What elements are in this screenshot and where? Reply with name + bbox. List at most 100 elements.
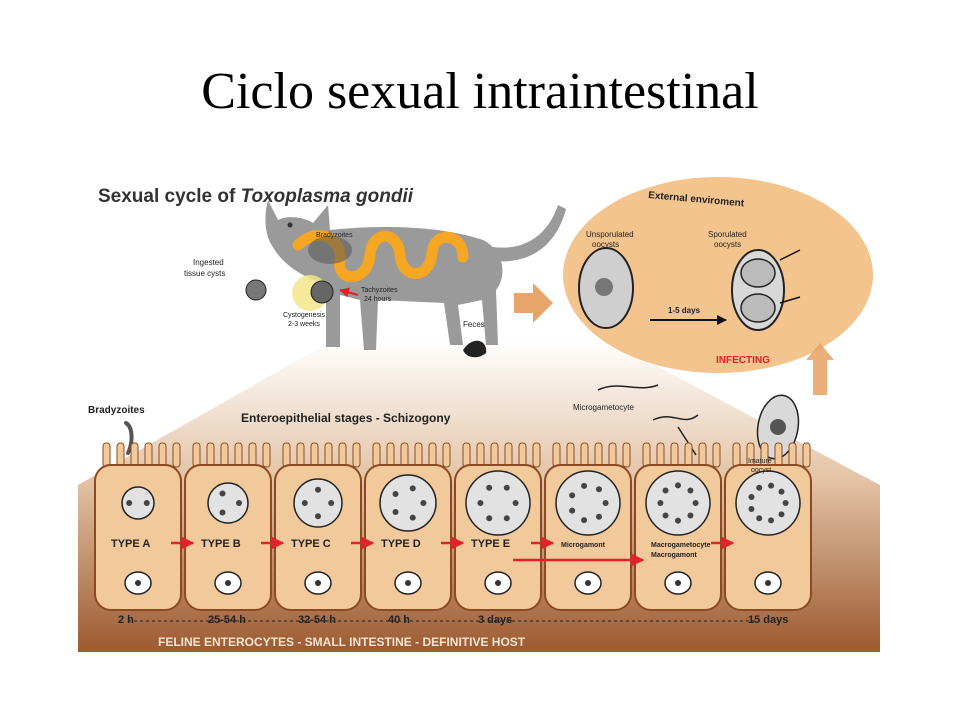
organism-dot: [236, 500, 242, 506]
cell-type-label: TYPE E: [471, 538, 510, 550]
organism-dot: [595, 513, 602, 520]
organism-dot: [486, 515, 493, 522]
immature-label-2: oocyst: [751, 467, 771, 474]
enteroepithelial-label: Enteroepithelial stages - Schizogony: [241, 411, 451, 425]
microvillus: [158, 442, 167, 468]
organism-dot: [328, 500, 335, 506]
organism-dot: [477, 500, 484, 506]
cystogenesis-time-label: 2-3 weeks: [288, 321, 320, 328]
external-environment-panel: [563, 177, 873, 373]
immature-label-1: Imature: [748, 458, 772, 465]
cell-type-label: TYPE B: [201, 538, 241, 550]
organism-dot: [768, 482, 775, 489]
organism-dot: [315, 513, 321, 520]
unsporulated-label-1: Unsporulated: [586, 230, 634, 239]
microvillus: [490, 442, 499, 468]
microvillus: [442, 442, 451, 468]
enterocyte-cell-2: TYPE B25-54 h: [184, 442, 272, 626]
organism-dot: [219, 509, 226, 516]
organism-dot: [392, 490, 399, 497]
days-label: 1-5 days: [668, 306, 701, 315]
cystogenesis-label: Cystogenesis: [283, 312, 326, 319]
organism-dot: [512, 500, 519, 506]
microvillus: [296, 442, 305, 468]
enterocyte-cell-5: TYPE E3 days: [454, 442, 542, 626]
cell-arrows: [171, 536, 735, 567]
nucleolus: [315, 580, 321, 586]
tachyzoites-arrow: [339, 287, 359, 298]
diagram-title: Sexual cycle of Toxoplasma gondii: [98, 186, 414, 207]
organism-dot: [569, 507, 576, 514]
organism-dot: [778, 511, 785, 518]
microvillus: [428, 442, 437, 468]
microvillus: [712, 442, 721, 468]
tachyzoites-time-label: 24 hours: [364, 296, 392, 303]
microvillus: [608, 442, 617, 468]
organism-dot: [143, 500, 150, 506]
organism-dot: [692, 500, 699, 506]
organism-dot: [687, 487, 694, 494]
microvillus: [552, 442, 561, 468]
cell-type-label: TYPE C: [291, 538, 331, 550]
enterocyte-cell-4: TYPE D 40 h: [364, 442, 452, 626]
infecting-label: INFECTING: [716, 355, 770, 366]
parasite-stage: [121, 486, 155, 520]
organism-dot: [569, 492, 576, 499]
microvillus: [130, 442, 139, 468]
organism-dot: [581, 482, 588, 489]
microvillus: [462, 442, 471, 468]
toxoplasma-sexual-cycle-diagram: Sexual cycle of Toxoplasma gondii Bradyz…: [78, 177, 880, 652]
organism-dot: [748, 493, 755, 500]
return-arrow: [796, 343, 844, 395]
microvillus: [220, 442, 229, 468]
cell-type-label: TYPE D: [381, 538, 421, 550]
microvillus: [372, 442, 381, 468]
organism-dot: [782, 500, 789, 506]
tachyzoites-label: Tachyzoites: [361, 287, 398, 294]
organism-dot: [409, 485, 416, 492]
organism-dot: [602, 500, 609, 506]
organism-dot: [503, 484, 510, 491]
cat-illustration: [245, 200, 566, 358]
to-environment-arrow: [514, 283, 553, 323]
microvillus: [476, 442, 485, 468]
organism-dot: [126, 500, 133, 506]
feces-shape: [463, 340, 487, 358]
organism-dot: [756, 484, 763, 491]
enterocyte-cell-6: Microgamont: [544, 442, 632, 611]
organism-dot: [662, 487, 669, 494]
microvillus: [116, 442, 125, 468]
ingested-cyst: [245, 279, 267, 301]
microvillus: [234, 442, 243, 468]
microvillus: [144, 442, 153, 468]
cell-time-label: 32-54 h: [298, 614, 336, 626]
microvillus: [518, 442, 527, 468]
microvillus: [684, 442, 693, 468]
organism-dot: [687, 512, 694, 519]
parasite-stage: [735, 470, 801, 536]
microvillus: [248, 442, 257, 468]
bradyzoite-shape: [124, 421, 134, 455]
nucleolus: [585, 580, 591, 586]
cell-time-label: 40 h: [388, 614, 410, 626]
nucleolus: [495, 580, 501, 586]
microvillus: [698, 442, 707, 468]
organism-dot: [756, 515, 763, 522]
parasite-stage: [293, 478, 343, 528]
microvillus: [324, 442, 333, 468]
unsporulated-label-2: oocysts: [592, 240, 619, 249]
enterocyte-body: [94, 464, 182, 611]
organism-dot: [748, 506, 755, 513]
microvillus: [192, 442, 201, 468]
sporulated-label-2: oocysts: [714, 240, 741, 249]
microvillus: [172, 442, 181, 468]
microvillus: [400, 442, 409, 468]
organism-dot: [315, 486, 321, 493]
cell-type-label: Macrogametocyte: [651, 542, 711, 549]
ingested-label: Ingested: [193, 258, 224, 267]
organism-dot: [219, 490, 226, 497]
tissue-cyst-in-cat: [310, 280, 334, 304]
nucleolus: [765, 580, 771, 586]
